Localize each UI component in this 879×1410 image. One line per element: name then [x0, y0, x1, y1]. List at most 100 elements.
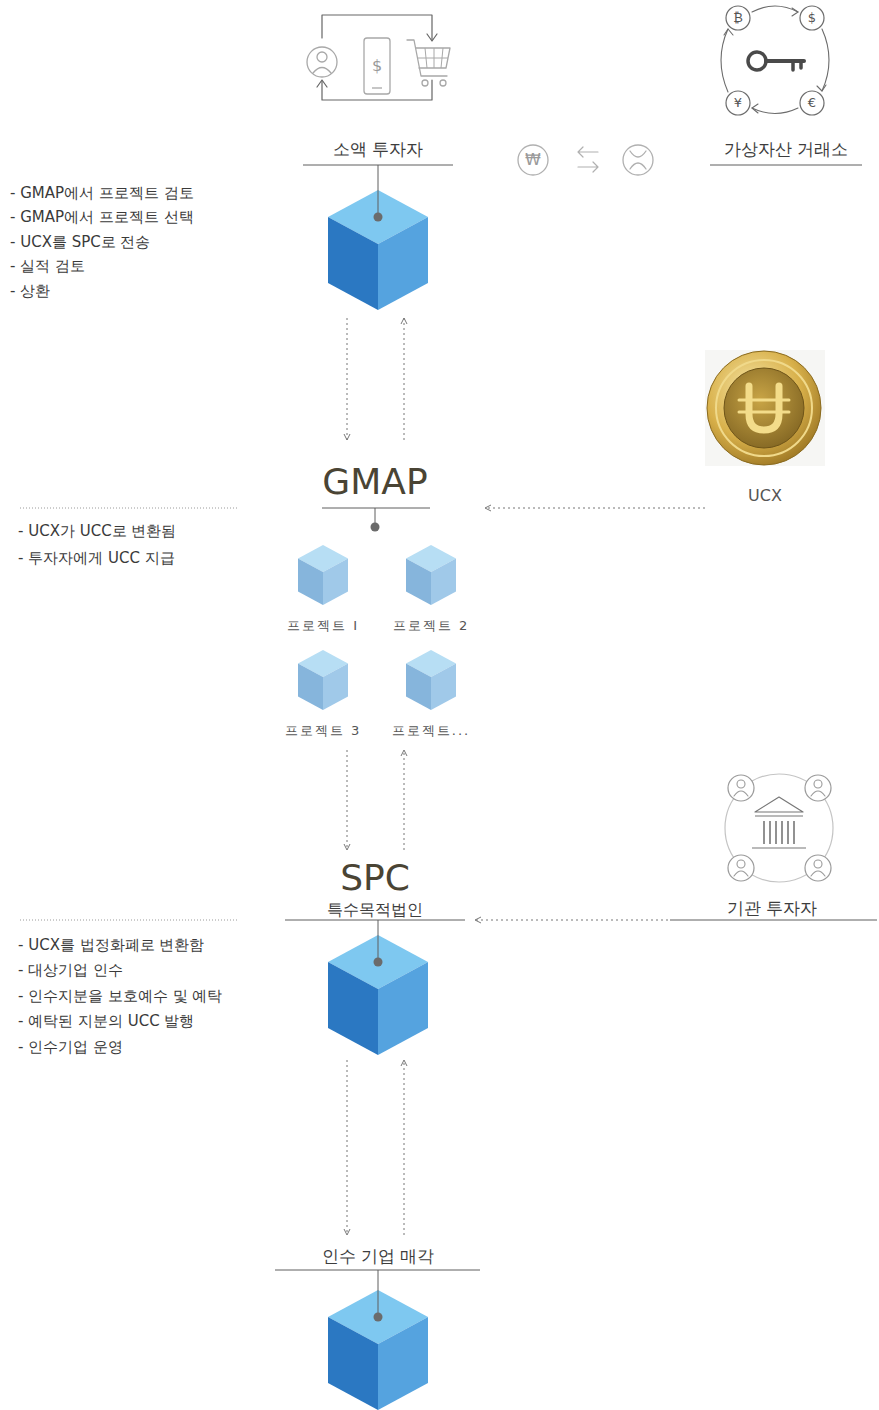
rule-line: [775, 821, 777, 844]
flow-arrow: [347, 318, 348, 440]
note-item: - 실적 검토: [10, 257, 85, 275]
text-row: 특수목적법인: [275, 900, 475, 919]
node-title: SPC: [340, 856, 410, 899]
icon-symbol: ₿: [733, 10, 743, 26]
icon-stroke: [313, 68, 331, 74]
rule-line: [763, 821, 765, 844]
icon-circle: [422, 80, 428, 86]
icon-symbol: $: [808, 10, 816, 26]
flow-arrow: [404, 318, 405, 440]
icon-stroke: [721, 29, 728, 92]
node-title: 소액 투자자: [333, 139, 423, 159]
spc-node: SPC특수목적법인: [275, 850, 475, 1060]
icon-circle: [737, 860, 745, 868]
cube-face: [431, 559, 456, 606]
icon-stroke: [317, 80, 327, 87]
text-row: SPC: [275, 856, 475, 899]
flow-arrow: [404, 750, 405, 850]
project-node: 프로젝트...: [383, 645, 479, 745]
icon-symbol: $: [372, 56, 382, 75]
icon-stroke: [322, 15, 432, 40]
node-subtitle: 특수목적법인: [327, 900, 423, 919]
rule-line: [378, 165, 379, 217]
rule-line: [20, 920, 237, 921]
coin-logo: [749, 386, 779, 430]
cube-face: [378, 217, 428, 310]
icon-symbol: €: [808, 95, 816, 111]
coin-ring: [716, 360, 812, 456]
note-item: - GMAP에서 프로젝트 검토: [10, 184, 194, 202]
joint-dot: [374, 958, 383, 967]
icon-circle: [737, 780, 745, 788]
node-title: UCX: [748, 486, 782, 505]
rule-line: [752, 847, 806, 848]
icon-circle: [814, 860, 822, 868]
note-item: - UCX를 SPC로 전송: [10, 233, 151, 251]
text-row: UCX: [705, 486, 825, 505]
note-item: - GMAP에서 프로젝트 선택: [10, 208, 194, 226]
project-node: 프로젝트 I: [275, 540, 371, 640]
icon-stroke: [766, 59, 804, 63]
text-row: 프로젝트 2: [383, 618, 479, 634]
rule-line: [285, 920, 465, 921]
project-node: 프로젝트 3: [275, 645, 371, 745]
icon-stroke: [427, 34, 437, 41]
text-row: 인수 기업 매각: [273, 1246, 483, 1266]
rule-line: [787, 821, 789, 844]
flow-arrow: [404, 1060, 405, 1235]
rule-line: [793, 821, 795, 844]
rule-line: [378, 920, 379, 962]
icon-stroke: [752, 104, 758, 113]
joint-dot: [371, 523, 380, 532]
text-row: 가상자산 거래소: [700, 139, 872, 159]
coin-outer: [707, 351, 821, 465]
cube-face: [406, 559, 431, 606]
project-node: 프로젝트 2: [383, 540, 479, 640]
rule-line: [378, 1270, 379, 1317]
icon-stroke: [792, 8, 798, 16]
cube-face: [378, 962, 428, 1055]
text-row: 프로젝트...: [383, 723, 479, 739]
icon-stroke: [752, 6, 798, 12]
icon-circle: [800, 6, 824, 30]
text-row: 프로젝트 3: [275, 723, 371, 739]
note-item: - 예탁된 지분의 UCC 발행: [18, 1012, 194, 1030]
rule-line: [710, 165, 862, 166]
icon-stroke: [407, 40, 447, 76]
joint-dot: [374, 213, 383, 222]
node-title: 프로젝트...: [392, 723, 470, 739]
rule-line: [781, 821, 783, 844]
icon-stroke: [734, 871, 748, 876]
node-title: 인수 기업 매각: [322, 1246, 435, 1266]
icon-circle: [726, 91, 750, 115]
icon-circle: [728, 855, 754, 881]
icon-stroke: [734, 791, 748, 796]
cube-face: [298, 559, 323, 606]
note-item: - 인수지분을 보호예수 및 예탁: [18, 987, 223, 1005]
icon-stroke: [416, 48, 450, 68]
icon-stroke: [755, 797, 803, 812]
note-item: - 인수기업 운영: [18, 1038, 123, 1056]
node-title: 가상자산 거래소: [724, 139, 848, 159]
platform-node: GMAP프로젝트 I프로젝트 2프로젝트 3프로젝트...: [265, 440, 485, 750]
rule-line: [418, 58, 448, 59]
icon-stroke: [817, 85, 826, 91]
note-item: - UCX를 법정화폐로 변환함: [18, 936, 204, 954]
cube-face: [328, 1317, 378, 1410]
rule-line: [755, 815, 803, 816]
coin-backdrop: [705, 350, 825, 466]
coin-node: UCX: [705, 345, 825, 510]
joint-dot: [374, 1313, 383, 1322]
exit-node: 인수 기업 매각: [273, 1235, 483, 1410]
exchange-node: 가상자산 거래소: [700, 0, 872, 172]
note-item: - 상환: [10, 282, 50, 300]
icon-circle: [728, 775, 754, 801]
icon-symbol: ¥: [734, 95, 742, 111]
note-item: - 투자자에게 UCC 지급: [18, 549, 175, 567]
phone-icon: [364, 38, 390, 94]
rule-line: [670, 920, 877, 921]
icon-stroke: [793, 61, 801, 70]
rule-line: [372, 87, 382, 88]
node-title: 프로젝트 2: [393, 618, 469, 634]
